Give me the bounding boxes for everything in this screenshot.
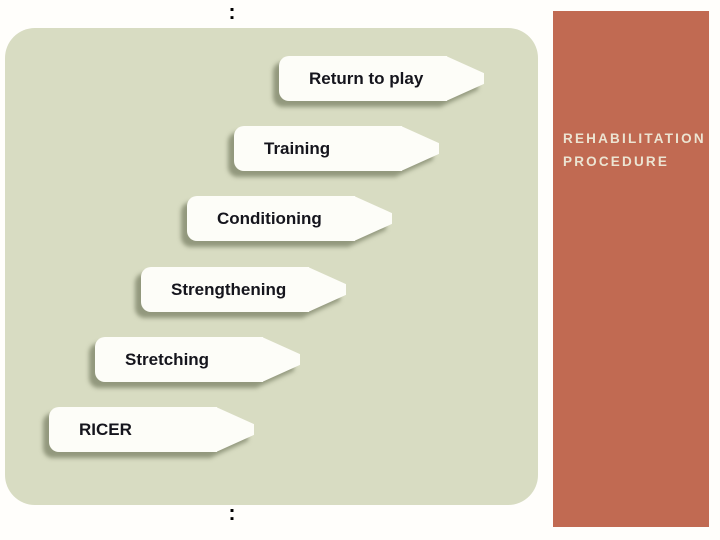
step-arrow-return-to-play: Return to play	[279, 56, 484, 101]
top-colon-placeholder: :	[228, 1, 236, 24]
step-arrow-stretching: Stretching	[95, 337, 300, 382]
step-label: Strengthening	[171, 280, 287, 299]
step-arrow-training: Training	[234, 126, 439, 171]
step-arrow-strengthening: Strengthening	[141, 267, 346, 312]
step-label: Return to play	[309, 69, 424, 88]
bottom-colon-placeholder: :	[228, 502, 236, 525]
arrow-tip-icon	[216, 407, 254, 452]
arrow-body	[141, 267, 309, 312]
arrow-tip-icon	[262, 337, 300, 382]
arrow-body	[49, 407, 217, 452]
step-label: RICER	[79, 420, 132, 439]
step-arrow-ricer: RICER	[49, 407, 254, 452]
step-arrow-conditioning: Conditioning	[187, 196, 392, 241]
arrow-tip-icon	[401, 126, 439, 171]
step-label: Training	[264, 139, 331, 158]
arrow-body	[187, 196, 355, 241]
step-label: Stretching	[125, 350, 210, 369]
slide-title-line-2: PROCEDURE	[563, 154, 670, 169]
arrow-body	[234, 126, 402, 171]
slide-title-panel: REHABILITATION PROCEDURE	[553, 11, 709, 527]
arrow-tip-icon	[446, 56, 484, 101]
slide-title-line-1: REHABILITATION	[563, 131, 706, 146]
arrow-body	[95, 337, 263, 382]
arrow-tip-icon	[308, 267, 346, 312]
step-label: Conditioning	[217, 209, 322, 228]
arrow-tip-icon	[354, 196, 392, 241]
arrow-body	[279, 56, 447, 101]
